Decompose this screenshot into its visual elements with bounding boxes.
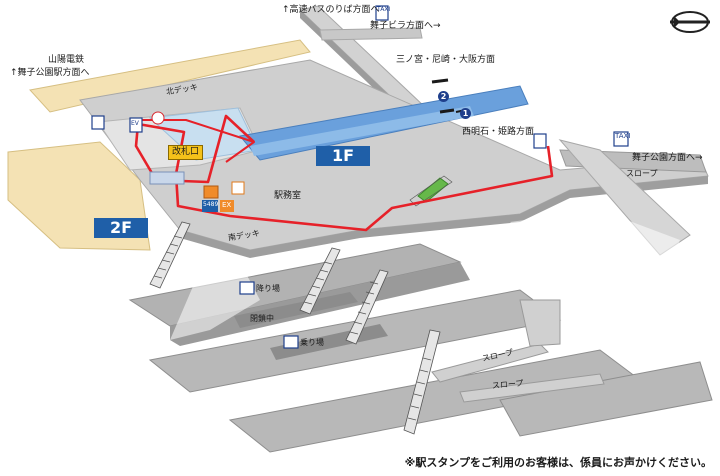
bus-terminal-direction-label: ↑高速バスのりば方面へ [282,5,380,15]
maiko-park-direction-label: 舞子公園方面へ→ [632,153,703,163]
elevator-icon-right [533,133,547,149]
icon-5489-text: 5489 [203,201,219,208]
elevator-icon [129,117,143,133]
toilet-icon [149,171,185,185]
beige-area-top [29,39,311,113]
glass-right [510,210,680,270]
alighting-area-label: 降り場 [256,284,280,293]
stairs-4 [403,329,441,435]
taxi-icon [91,115,105,130]
deck-edge [180,176,708,258]
elevator-icon-text: EV [131,120,139,127]
5489-icon [202,200,218,212]
ground-area-5 [499,361,713,437]
platform-1f-light [250,106,474,156]
taxi-icon-text: TAXI [615,132,631,140]
floor-1f-badge: 1F [316,146,370,166]
platform-1-marker: 1 [460,108,471,119]
nishiakashi-direction-label: 西明石・姫路方面 [462,127,535,137]
island-closed [234,292,358,328]
track-mark-2 [431,78,449,84]
taxi-icon-top [375,5,389,21]
slope-right-ramp [558,139,691,256]
track-mark-1 [439,108,455,114]
maiko-villa-direction-label: 舞子ビラ方面へ→ [370,21,441,31]
heart-icon [151,111,165,125]
taxi-top-icon-text: TAXI [377,6,391,13]
lower-connector [519,299,561,347]
boarding-area-label: 乗り場 [300,338,324,347]
sannomiya-direction-label: 三ノ宮・尼崎・大阪方面 [396,55,496,65]
floor-2f-badge: 2F [94,218,148,238]
glass-left [170,262,260,340]
ticket-gate-label: 改札口 [168,145,204,160]
ticket-machine-icon [203,185,219,199]
lower-slope-1 [431,343,549,383]
platform-2-marker: 2 [438,91,449,102]
slope-right-label: スロープ [626,169,658,178]
walkway-villa [319,27,423,41]
sanyo-line-label: 山陽電鉄 [48,55,85,65]
closed-area-label: 閉鎖中 [250,314,274,323]
ex-icon-text: EX [222,201,232,209]
stairs-2 [299,247,341,315]
lower-slope-2 [459,373,605,403]
shop-icon [231,181,245,195]
taxi-icon-right [613,131,629,147]
stairs-1 [149,221,191,289]
stairs-3 [345,269,389,345]
ticket-office-label: 駅務室 [274,191,302,201]
bus-stop-icon-bottom [283,335,299,349]
ex-icon [220,200,234,212]
stamp-note: ※駅スタンプをご利用のお客様は、係員にお声かけください。 [404,456,712,469]
sanyo-direction-label: ↑舞子公園駅方面へ [10,68,90,78]
compass-icon [670,11,710,33]
bus-stop-icon-top [239,281,255,295]
